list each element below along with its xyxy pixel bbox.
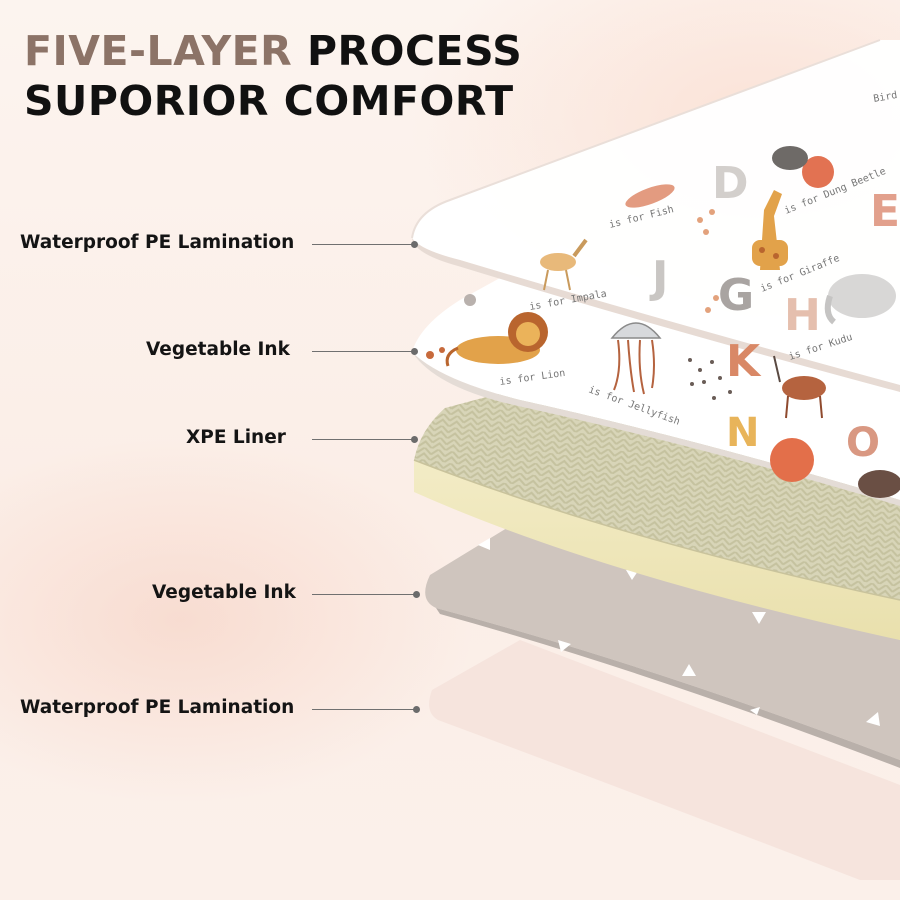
title-accent: FIVE-LAYER [24, 27, 293, 75]
layer-top-lamination: D E J G H K [411, 39, 900, 419]
apple-illustration [770, 438, 814, 482]
label-xpe-liner: XPE Liner [186, 427, 286, 448]
print-letter-k: K [726, 336, 762, 387]
print-letter-d: D [712, 158, 749, 209]
leader-line [312, 351, 416, 352]
elephant-illustration [824, 274, 896, 325]
leader-dot [413, 591, 420, 598]
page-title: FIVE-LAYER PROCESS SUPORIOR COMFORT [24, 26, 522, 126]
jellyfish-illustration [610, 322, 662, 395]
layer-xpe-liner [413, 388, 900, 640]
leader-line [312, 594, 416, 595]
label-top-lamination: Waterproof PE Lamination [20, 232, 295, 253]
fish-illustration [625, 184, 675, 208]
leader-line [312, 244, 416, 245]
leader-dot [411, 436, 418, 443]
label-vegetable-ink-top: Vegetable Ink [146, 339, 290, 360]
print-letter-h: H [784, 290, 821, 341]
print-letter-n: N [726, 410, 759, 456]
layer-bottom-lamination [429, 640, 900, 880]
giraffe-illustration [752, 190, 788, 270]
label-vegetable-ink-bottom: Vegetable Ink [152, 582, 296, 603]
print-letter-e: E [870, 186, 900, 237]
leader-line [312, 709, 416, 710]
print-letter-j: J [649, 252, 668, 303]
leader-dot [411, 241, 418, 248]
print-letter-o: O [846, 420, 880, 466]
dung-beetle-illustration [772, 146, 834, 188]
leader-dot [411, 348, 418, 355]
label-bottom-lamination: Waterproof PE Lamination [20, 697, 295, 718]
leader-dot [413, 706, 420, 713]
animal-illustration [858, 470, 900, 498]
title-line-2: SUPORIOR COMFORT [24, 77, 514, 125]
print-letter-g: G [718, 270, 754, 321]
layer-grey-ink [425, 520, 900, 768]
leader-line [312, 439, 416, 440]
kudu-illustration [773, 355, 826, 419]
caption-bird: Bird [873, 90, 899, 105]
title-rest: PROCESS [292, 27, 523, 75]
lion-illustration [445, 312, 548, 367]
impala-illustration [540, 238, 588, 291]
layer-printed-ink: N O is for Lion is for Jellyfish [412, 245, 900, 506]
